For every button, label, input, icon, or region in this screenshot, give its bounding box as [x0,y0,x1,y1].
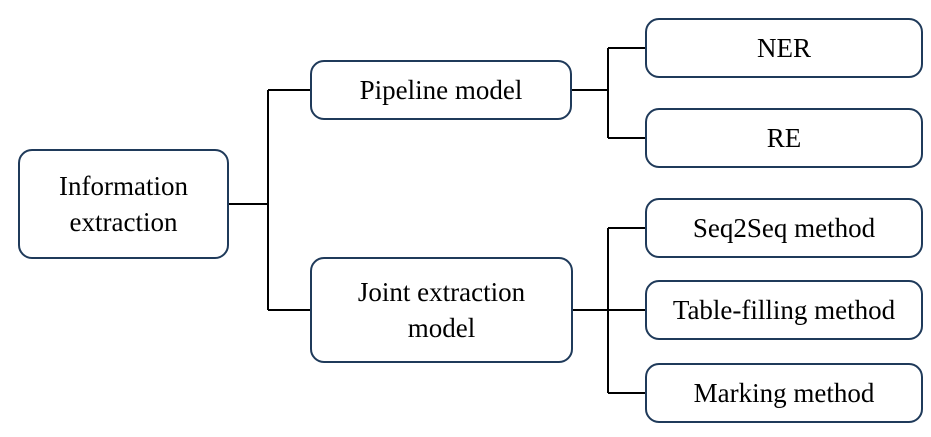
leaf-node-marking-method: Marking method [645,363,923,423]
leaf-node-ner-label: NER [757,33,811,63]
branch-node-pipeline-label: Pipeline model [359,75,523,105]
branch-node-joint-line1: Joint extraction [357,277,526,307]
branch-node-pipeline-model: Pipeline model [310,60,572,120]
leaf-node-ner: NER [645,18,923,78]
leaf-node-re-label: RE [766,123,802,153]
leaf-node-table-filling-label: Table-filling method [672,295,896,325]
leaf-node-seq2seq-method: Seq2Seq method [645,198,923,258]
root-node-line2: extraction [69,207,178,237]
root-node-line1: Information [59,171,188,201]
leaf-node-marking-label: Marking method [693,378,875,408]
leaf-node-table-filling-method: Table-filling method [645,280,923,340]
leaf-node-re: RE [645,108,923,168]
branch-node-joint-line2: model [407,313,476,343]
branch-node-joint-extraction-model: Joint extraction model [310,257,573,363]
root-node-information-extraction: Information extraction [18,149,229,259]
leaf-node-seq2seq-label: Seq2Seq method [692,213,876,243]
